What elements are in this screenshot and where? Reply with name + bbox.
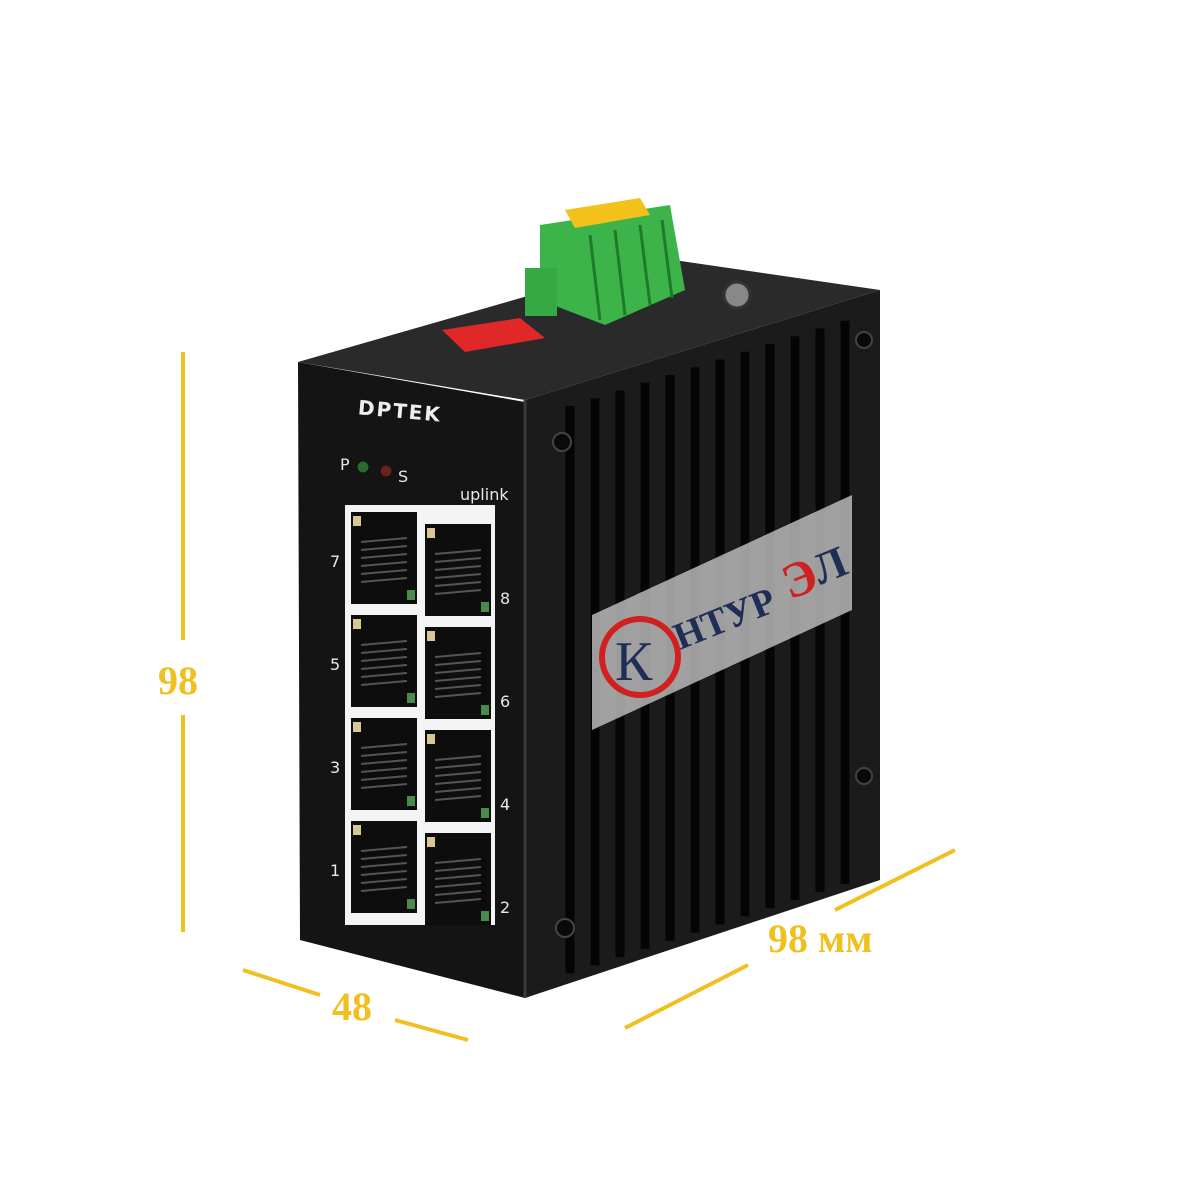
port-led [407, 899, 415, 909]
port-pin [434, 755, 482, 761]
port-pin [434, 660, 482, 666]
port-pin [434, 589, 482, 595]
port-led [481, 705, 489, 715]
port-number: 5 [330, 655, 340, 674]
width-dimension: 48 [332, 984, 372, 1029]
power-led-label: P [340, 455, 350, 474]
port-pin [434, 898, 482, 904]
port-pin [360, 656, 408, 662]
port-pin [434, 882, 482, 888]
screw-icon [552, 432, 572, 452]
status-led [379, 464, 393, 478]
port-number: 3 [330, 758, 340, 777]
port-pin [434, 858, 482, 864]
port-led [427, 837, 435, 847]
ground-screw-icon [722, 280, 752, 310]
port-pin [360, 878, 408, 884]
port-pin [434, 866, 482, 872]
port-led [481, 911, 489, 921]
port-led [427, 528, 435, 538]
port-pin [434, 779, 482, 785]
status-led-label: S [398, 467, 408, 486]
port-pin [360, 783, 408, 789]
port-pin [434, 890, 482, 896]
port-pin [360, 870, 408, 876]
port-pin [360, 561, 408, 567]
port-number: 1 [330, 861, 340, 880]
port-number: 8 [500, 589, 510, 608]
height-dimension: 98 [158, 658, 198, 703]
port-led [427, 734, 435, 744]
port-pin [360, 886, 408, 892]
port-led [481, 602, 489, 612]
port-led [427, 631, 435, 641]
screw-icon [555, 918, 575, 938]
port-pin [434, 676, 482, 682]
port-pin [360, 680, 408, 686]
port-pin [434, 771, 482, 777]
port-pin [434, 581, 482, 587]
port-led [407, 693, 415, 703]
port-pin [434, 652, 482, 658]
ethernet-ports: 7 8 5 6 3 4 1 2 [330, 505, 510, 925]
konturel-sticker: К НТУР Э Л [592, 495, 854, 730]
port-pin [360, 640, 408, 646]
port-pin [360, 862, 408, 868]
port-pin [434, 763, 482, 769]
port-number: 7 [330, 552, 340, 571]
port-led [353, 722, 361, 732]
screw-icon [855, 331, 873, 349]
dimension-lines [181, 352, 956, 1042]
port-pin [360, 553, 408, 559]
port-number: 6 [500, 692, 510, 711]
port-pin [360, 672, 408, 678]
port-pin [360, 751, 408, 757]
port-led [407, 796, 415, 806]
port-pin [360, 569, 408, 575]
depth-dimension: 98 мм [768, 916, 873, 961]
port-pin [360, 846, 408, 852]
screw-icon [855, 767, 873, 785]
port-pin [360, 537, 408, 543]
port-pin [360, 664, 408, 670]
uplink-label: uplink [460, 485, 509, 504]
port-pin [434, 549, 482, 555]
port-pin [434, 573, 482, 579]
port-pin [360, 775, 408, 781]
port-number: 2 [500, 898, 510, 917]
port-pin [360, 545, 408, 551]
port-pin [360, 767, 408, 773]
power-terminal-block[interactable] [525, 198, 685, 325]
port-pin [360, 854, 408, 860]
port-pin [434, 557, 482, 563]
port-pin [434, 668, 482, 674]
port-led [481, 808, 489, 818]
port-led [353, 619, 361, 629]
power-led [356, 460, 370, 474]
port-led [353, 825, 361, 835]
port-led [407, 590, 415, 600]
port-pin [360, 648, 408, 654]
logo-letter-k: К [615, 631, 653, 693]
port-pin [434, 874, 482, 880]
port-pin [434, 684, 482, 690]
port-pin [434, 795, 482, 801]
port-number: 4 [500, 795, 510, 814]
port-pin [434, 692, 482, 698]
port-pin [434, 787, 482, 793]
port-led [353, 516, 361, 526]
port-pin [434, 565, 482, 571]
dip-switch[interactable] [442, 318, 545, 352]
port-pin [360, 759, 408, 765]
port-pin [360, 577, 408, 583]
port-pin [360, 743, 408, 749]
